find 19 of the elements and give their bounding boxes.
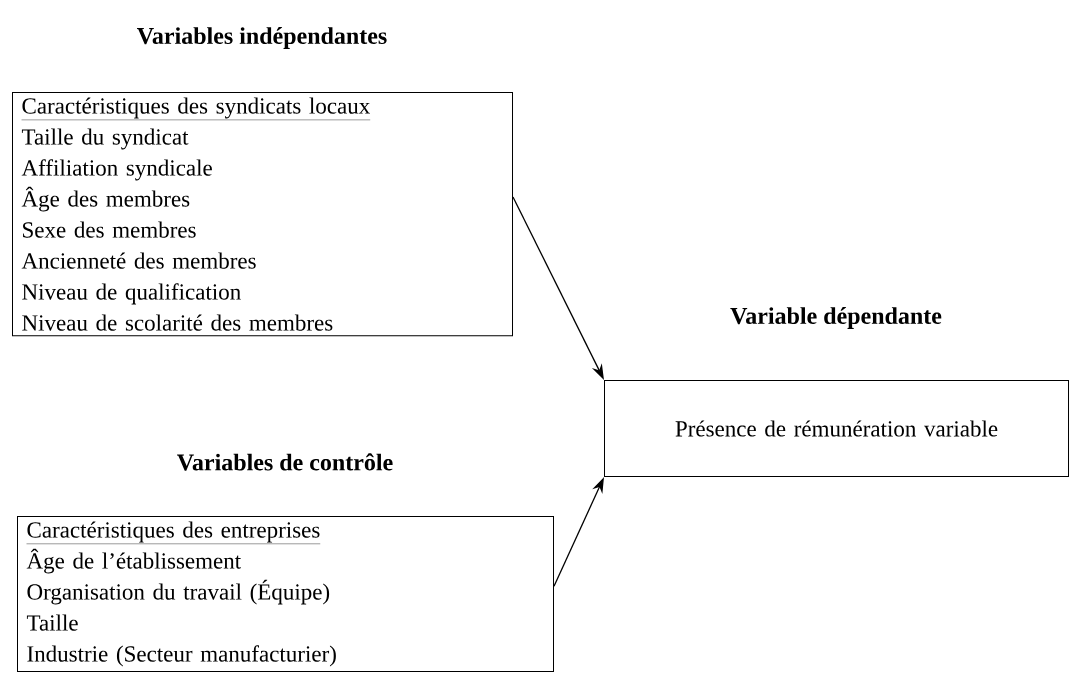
node-label: Caractéristiques des syndicats locaux [22, 97, 370, 119]
variable-box: Caractéristiques des syndicats locaux Taille du syndicat Affiliation syndicale Âge des membres Sexe des membres Ancienneté des membres Niveau de qualification Niveau de scolarité des membres [12, 92, 513, 337]
node-label: Âge des membres [21, 186, 190, 212]
node-label: Sexe des membres [23, 221, 196, 238]
node-label: Niveau de qualification [22, 283, 241, 305]
node-label: Affiliation syndicale [21, 159, 212, 181]
heading: Variables de contrôle [177, 453, 393, 471]
node-label: Industrie (Secteur manufacturier) [27, 645, 336, 667]
node-label: Caractéristiques des entreprises [27, 521, 320, 543]
node-label: Ancienneté des membres [21, 252, 256, 269]
heading: Variable dépendante [730, 307, 942, 329]
node-label: Âge de l’établissement [26, 548, 241, 574]
node-label: Taille du syndicat [21, 128, 189, 150]
node-label: Organisation du travail (Équipe) [27, 579, 330, 605]
variable-box: Présence de rémunération variable [604, 380, 1069, 477]
node-label: Taille [26, 614, 78, 631]
variable-box: Caractéristiques des entreprises Âge de l’établissement Organisation du travail (Équipe) Taille Industrie (Secteur manufacturier) [17, 516, 554, 672]
node-label: Niveau de scolarité des membres [22, 314, 333, 331]
heading: Variables indépendantes [137, 27, 387, 49]
